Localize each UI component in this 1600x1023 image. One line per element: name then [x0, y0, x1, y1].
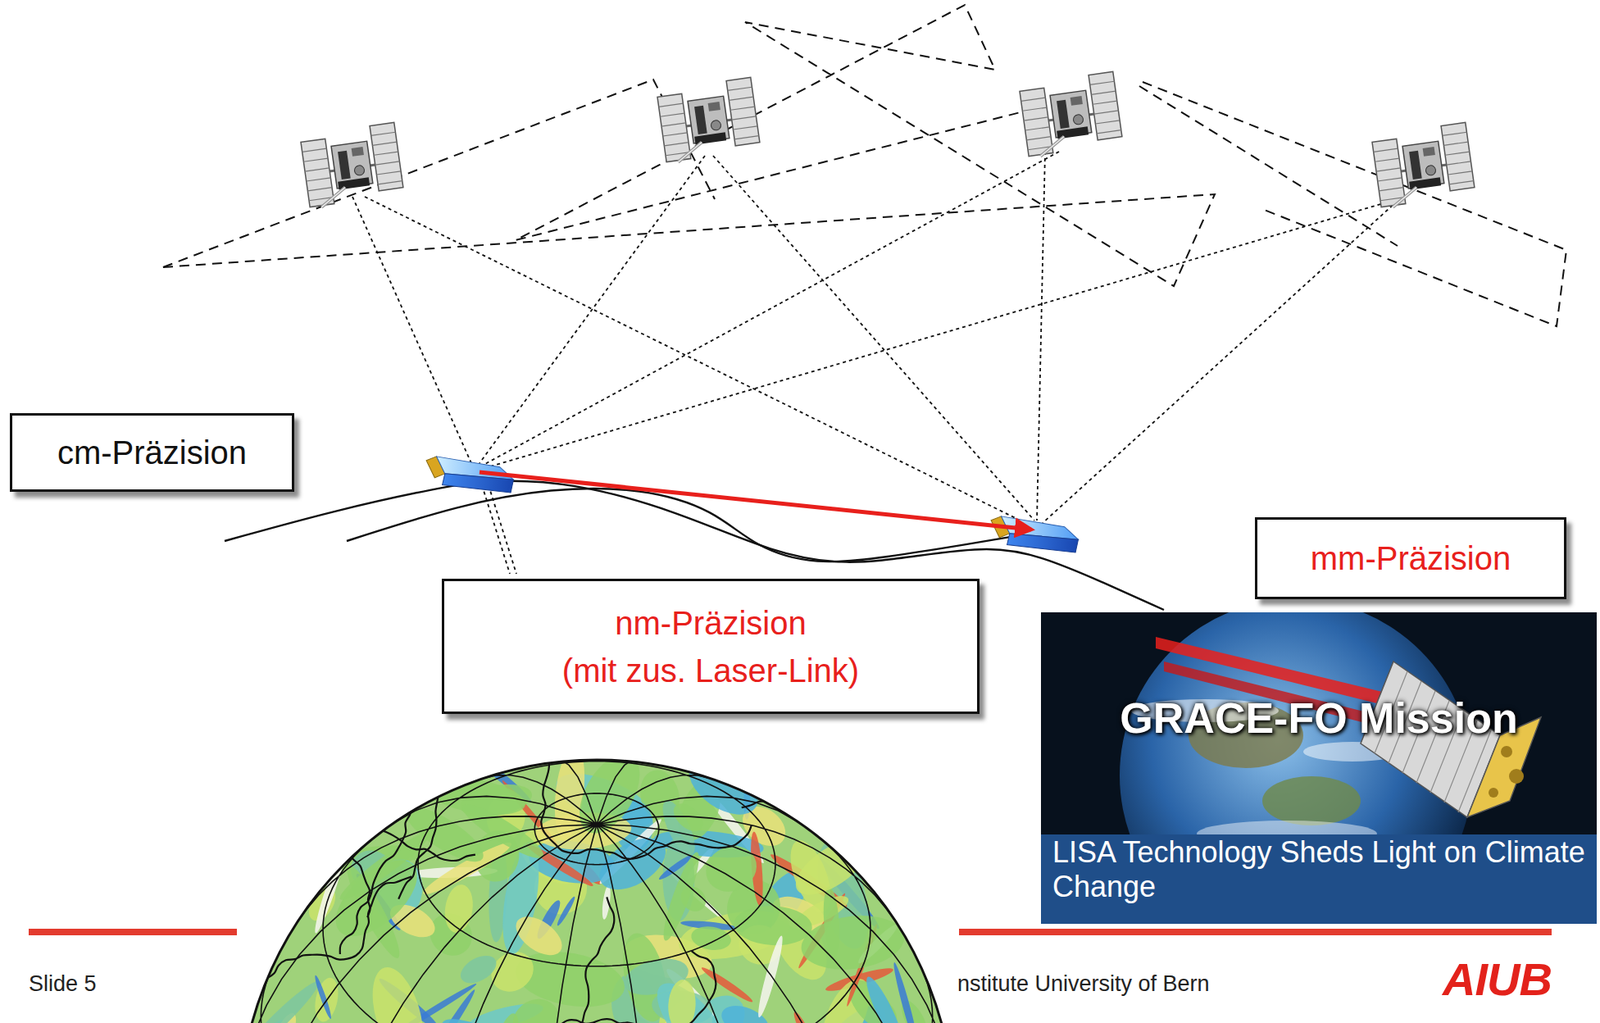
gravity-anomaly — [438, 1013, 505, 1023]
gravity-anomaly — [335, 826, 436, 907]
precision-box: nm-Präzision(mit zus. Laser-Link) — [441, 578, 980, 714]
footer-rule — [28, 928, 237, 936]
precision-note: (mit zus. Laser-Link) — [562, 646, 860, 695]
gravity-anomaly — [424, 987, 478, 1023]
gravity-anomaly — [363, 961, 432, 1023]
gnss-orbit-lines — [163, 4, 1567, 327]
precision-box: cm-Präzision — [9, 413, 295, 492]
graticule — [239, 761, 955, 1023]
gravity-anomaly — [236, 976, 324, 1023]
footer-rule — [959, 928, 1552, 936]
gravity-anomaly — [754, 934, 787, 1019]
gravity-globe — [161, 608, 982, 1023]
gravity-anomaly — [732, 904, 814, 948]
slide-number: Slide 5 — [28, 971, 97, 997]
tracking-lines — [352, 151, 1406, 574]
mission-picture — [1040, 599, 1597, 952]
gnss-satellite — [1018, 71, 1123, 158]
laser-link-arrow — [479, 472, 1032, 530]
precision-label: mm-Präzision — [1310, 534, 1511, 582]
gravity-anomaly — [509, 909, 569, 964]
gravity-anomaly — [645, 972, 743, 1023]
institute-logo: AIUB — [1442, 952, 1552, 1006]
coastline — [300, 700, 476, 861]
gravity-anomaly — [657, 849, 705, 943]
gnss-satellite — [1371, 122, 1476, 209]
gnss-satellite — [656, 77, 761, 164]
gravity-anomaly — [455, 950, 501, 989]
precision-box: mm-Präzision — [1254, 517, 1567, 600]
mission-banner: GRACE-FO MissionLISA Technology Sheds Li… — [1040, 612, 1597, 924]
gravity-anomaly — [600, 884, 613, 920]
institute-name: nstitute University of Bern — [957, 971, 1210, 997]
coastline — [327, 731, 439, 900]
gravity-anomaly — [667, 978, 698, 1023]
coastline — [443, 950, 717, 1023]
gravity-anomaly — [798, 909, 909, 976]
mission-tagline: LISA Technology Sheds Light on Climate C… — [1052, 835, 1586, 905]
coastline — [340, 636, 419, 955]
gravity-anomaly — [441, 882, 477, 935]
leo-satellite — [988, 515, 1080, 553]
coastline — [161, 876, 412, 1023]
precision-label: nm-Präzision — [614, 599, 806, 647]
mission-title: GRACE-FO Mission — [1052, 694, 1586, 744]
gravity-anomaly — [313, 974, 334, 1020]
precision-label: cm-Präzision — [57, 428, 247, 477]
gnss-satellite — [300, 122, 405, 209]
